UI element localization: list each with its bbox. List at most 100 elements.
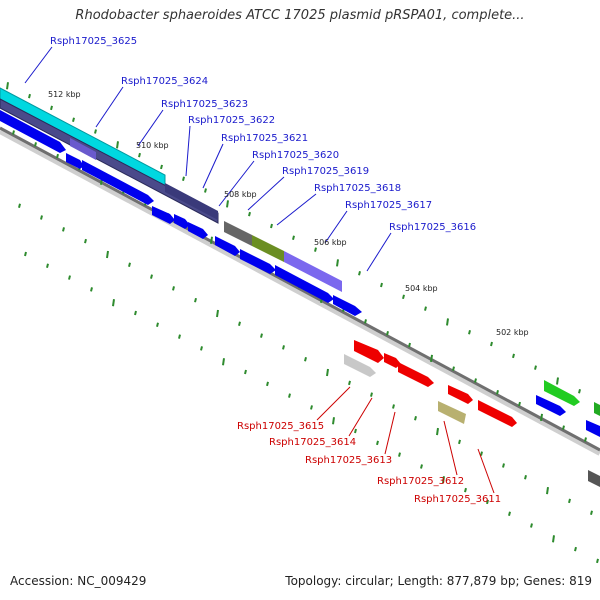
tick-mark [72, 117, 75, 122]
tick-mark [288, 393, 291, 398]
gene-arrow-forward[interactable] [82, 160, 154, 205]
tick-mark [392, 404, 395, 409]
gene-arrow-forward[interactable] [0, 110, 66, 153]
gene-block-green[interactable] [544, 380, 580, 406]
tick-mark [578, 389, 581, 394]
tick-mark [480, 451, 483, 456]
tick-mark [160, 164, 163, 170]
kbp-label: 510 kbp [136, 141, 169, 150]
tick-mark [354, 428, 357, 434]
gene-block-green[interactable] [594, 402, 600, 416]
gene-block-darkgrey[interactable] [588, 470, 600, 487]
tick-mark [222, 358, 225, 366]
tick-mark [260, 333, 263, 338]
gene-label-reverse[interactable]: Rsph17025_3611 [414, 494, 501, 505]
tick-mark [116, 141, 119, 149]
gene-label-forward[interactable]: Rsph17025_3616 [389, 222, 476, 233]
leader-line [137, 109, 164, 147]
tick-mark [182, 176, 185, 181]
gene-arrow-forward[interactable] [215, 236, 240, 256]
gene-label-forward[interactable]: Rsph17025_3622 [188, 115, 275, 126]
tick-mark [546, 486, 549, 495]
gene-arrow-forward[interactable] [174, 214, 190, 229]
tick-mark [458, 439, 461, 445]
tick-mark [596, 558, 599, 564]
gene-arrow-forward[interactable] [333, 295, 362, 316]
gene-label-forward[interactable]: Rsph17025_3620 [252, 150, 339, 161]
tick-mark [200, 346, 203, 351]
tick-mark [540, 413, 543, 422]
gene-label-forward[interactable]: Rsph17025_3621 [221, 133, 308, 144]
gene-arrow-reverse[interactable] [384, 353, 401, 368]
tick-mark [244, 369, 247, 375]
tick-mark [386, 330, 389, 336]
tick-mark [376, 440, 379, 446]
leader-line [384, 411, 396, 455]
tick-mark [442, 476, 445, 484]
tick-mark [420, 464, 423, 469]
gene-block-navy[interactable] [165, 183, 218, 220]
tick-mark [556, 377, 559, 385]
gene-label-forward[interactable]: Rsph17025_3619 [282, 166, 369, 177]
gene-arrow-reverse[interactable] [478, 400, 517, 427]
kbp-label: 508 kbp [224, 190, 257, 199]
tick-mark [534, 365, 537, 370]
tick-mark [304, 356, 307, 362]
gene-label-forward[interactable]: Rsph17025_3623 [161, 99, 248, 110]
gene-arrow-reverse[interactable] [398, 362, 434, 387]
tick-mark [50, 105, 53, 111]
gene-arrow-forward[interactable] [66, 153, 84, 169]
tick-mark [68, 275, 71, 280]
tick-mark [106, 250, 109, 259]
gene-block-lavender[interactable] [284, 251, 342, 292]
tick-mark [568, 498, 571, 504]
tick-mark [194, 297, 197, 303]
tick-mark [424, 306, 427, 311]
forward-gene-labels: Rsph17025_3625Rsph17025_3624Rsph17025_36… [50, 36, 476, 233]
gene-block-silver[interactable] [344, 354, 376, 377]
tick-mark [370, 392, 373, 397]
tick-mark [562, 425, 565, 430]
tick-mark [150, 274, 153, 279]
gene-arrow-forward[interactable] [536, 395, 566, 416]
gene-block-grey[interactable] [224, 221, 252, 246]
gene-arrow-reverse[interactable] [448, 385, 473, 404]
tick-mark [486, 499, 489, 505]
tick-mark [336, 259, 339, 267]
tick-mark [326, 368, 329, 377]
gene-arrow-forward[interactable] [240, 249, 276, 274]
leader-line [366, 232, 392, 272]
gene-block-olive[interactable] [252, 235, 284, 262]
gene-label-forward[interactable]: Rsph17025_3618 [314, 183, 401, 194]
gene-label-reverse[interactable]: Rsph17025_3615 [237, 421, 324, 432]
tick-mark [172, 286, 175, 291]
gene-arrow-forward[interactable] [152, 206, 175, 224]
gene-block-khaki[interactable] [438, 401, 466, 424]
tick-mark [436, 427, 439, 436]
gene-arrow-reverse[interactable] [354, 340, 384, 363]
gene-arrow-forward[interactable] [275, 265, 334, 303]
gene-arrow-forward[interactable] [188, 222, 208, 239]
tick-mark [512, 353, 515, 359]
summary-label: Topology: circular; Length: 877,879 bp; … [285, 574, 592, 588]
gene-arrow-forward[interactable] [586, 420, 600, 437]
gene-block-slate[interactable] [0, 98, 219, 224]
tick-mark [502, 463, 505, 468]
tick-mark [310, 405, 313, 410]
tick-mark [84, 238, 87, 244]
tick-mark [402, 294, 405, 300]
gene-label-forward[interactable]: Rsph17025_3617 [345, 200, 432, 211]
feature-track [0, 87, 600, 487]
tick-mark [266, 381, 269, 387]
gene-label-reverse[interactable]: Rsph17025_3612 [377, 476, 464, 487]
kbp-label: 506 kbp [314, 238, 347, 247]
gene-label-forward[interactable]: Rsph17025_3625 [50, 36, 137, 47]
tick-mark [12, 130, 15, 135]
gene-label-reverse[interactable]: Rsph17025_3613 [305, 455, 392, 466]
kbp-label: 504 kbp [405, 284, 438, 293]
gene-label-reverse[interactable]: Rsph17025_3614 [269, 437, 356, 448]
leader-line [316, 386, 351, 421]
gene-block-violet[interactable] [70, 138, 96, 160]
tick-mark [468, 329, 471, 335]
gene-label-forward[interactable]: Rsph17025_3624 [121, 76, 208, 87]
